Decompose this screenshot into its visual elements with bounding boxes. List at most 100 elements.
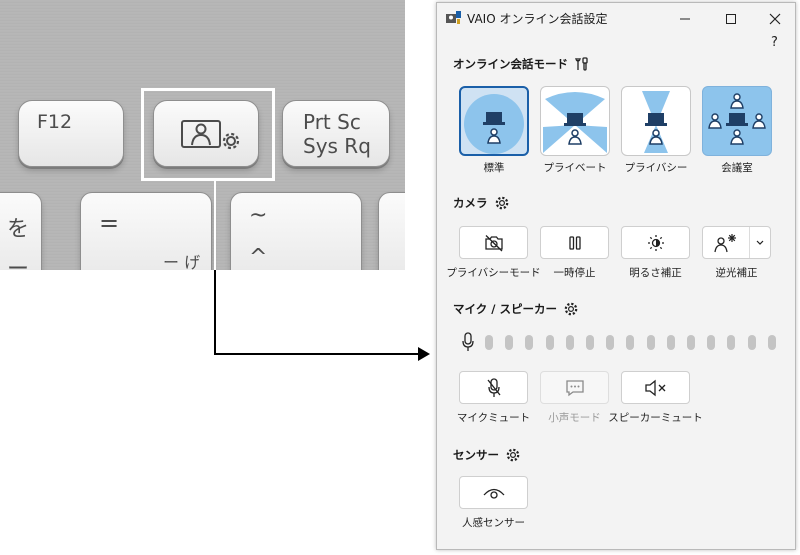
key-tilde: ~ ^ — [230, 192, 362, 270]
app-icon — [446, 11, 461, 24]
mic-level-segment — [687, 335, 695, 350]
mic-level-segment — [505, 335, 514, 350]
backlight-button[interactable]: 逆光補正 — [702, 226, 771, 279]
mode-standard-tile[interactable] — [459, 86, 529, 156]
microphone-icon — [462, 332, 474, 351]
camera-section-title: カメラ — [453, 195, 510, 211]
key-wo-label: を — [7, 217, 30, 242]
speaker-mute-button[interactable]: スピーカーミュート — [608, 371, 703, 424]
sensor-section-title: センサー — [453, 447, 521, 463]
person-gear-icon — [181, 120, 240, 150]
mic-section-label: マイク / スピーカー — [453, 302, 557, 316]
keyboard-photo: F12 Prt Sc Sys Rq を ー = ー げ ~ ^ — [0, 0, 405, 270]
whisper-mode-button-box[interactable] — [540, 371, 609, 404]
minimize-button[interactable] — [675, 9, 695, 29]
key-equals-label: = — [99, 209, 120, 237]
minimize-icon — [680, 18, 690, 20]
close-button[interactable] — [765, 9, 785, 29]
mode-privacy-label: プライバシー — [624, 162, 688, 174]
key-equals: = ー げ — [80, 192, 212, 270]
key-sysrq-label: Sys Rq — [303, 134, 371, 158]
sensor-section-label: センサー — [453, 448, 499, 462]
mic-level-segment — [606, 335, 615, 350]
standard-mode-icon — [464, 94, 524, 154]
mic-level-segment — [727, 335, 736, 350]
app-window: VAIO オンライン会話設定 ? オンライン会話モード — [436, 2, 796, 550]
title-bar[interactable]: VAIO オンライン会話設定 — [437, 3, 795, 33]
mic-level-segment — [545, 335, 554, 350]
presence-sensor-label: 人感センサー — [462, 517, 525, 529]
backlight-person-icon — [714, 233, 736, 252]
privacy-mode-button-box[interactable] — [459, 226, 528, 259]
speech-bubble-icon — [565, 379, 584, 396]
presence-sensor-button-box[interactable] — [459, 476, 528, 509]
mode-private[interactable]: プライベート — [540, 86, 610, 175]
mode-private-label: プライベート — [543, 162, 607, 174]
mode-privacy[interactable]: プライバシー — [621, 86, 691, 175]
key-tilde-sublabel: ^ — [249, 245, 268, 270]
mic-level-segment — [626, 335, 635, 350]
mode-standard[interactable]: 標準 — [459, 86, 529, 175]
mic-level-segment — [565, 335, 574, 350]
key-f12-label: F12 — [37, 111, 73, 133]
mic-mute-button-box[interactable] — [459, 371, 528, 404]
key-f12: F12 — [18, 100, 124, 167]
mode-conference-room[interactable]: 会議室 — [702, 86, 772, 175]
privacy-mode-button[interactable]: プライバシーモード — [446, 226, 541, 279]
mode-conference-room-label: 会議室 — [721, 162, 753, 174]
mic-level-segment — [707, 335, 716, 350]
mic-level-segment — [666, 335, 675, 350]
eye-icon — [483, 488, 504, 499]
gear-icon[interactable] — [505, 447, 521, 463]
speaker-mute-icon — [644, 379, 665, 396]
brightness-button[interactable]: 明るさ補正 — [621, 226, 690, 279]
pause-button-box[interactable] — [540, 226, 609, 259]
gear-icon[interactable] — [494, 195, 510, 211]
mic-level-segment — [767, 335, 776, 350]
mic-level-segment — [646, 335, 655, 350]
presence-sensor-button[interactable]: 人感センサー — [459, 476, 528, 529]
mic-level-segment — [747, 335, 756, 350]
brightness-label: 明るさ補正 — [629, 267, 682, 279]
backlight-button-box[interactable] — [702, 226, 771, 259]
pause-icon — [568, 235, 581, 250]
privacy-mode-label: プライバシーモード — [446, 267, 541, 279]
privacy-mode-icon — [642, 91, 670, 153]
speaker-mute-label: スピーカーミュート — [608, 412, 703, 424]
backlight-label: 逆光補正 — [715, 267, 758, 279]
key-camera-settings — [153, 100, 259, 167]
backlight-dropdown-divider — [749, 227, 750, 258]
pause-button[interactable]: 一時停止 — [540, 226, 609, 279]
mode-privacy-tile[interactable] — [621, 86, 691, 156]
key-tilde-label: ~ — [249, 203, 268, 228]
mode-private-tile[interactable] — [540, 86, 610, 156]
mic-off-icon — [486, 377, 501, 397]
tools-icon[interactable] — [574, 56, 590, 72]
mode-standard-label: 標準 — [483, 162, 505, 174]
key-print-screen: Prt Sc Sys Rq — [282, 100, 390, 167]
camera-section-label: カメラ — [453, 196, 488, 210]
mic-mute-label: マイクミュート — [456, 412, 531, 424]
private-mode-icon — [543, 92, 607, 153]
close-icon — [769, 13, 781, 25]
speaker-mute-button-box[interactable] — [621, 371, 690, 404]
maximize-button[interactable] — [721, 9, 741, 29]
help-button[interactable]: ? — [771, 35, 778, 50]
key-wo: を ー — [0, 192, 42, 270]
key-equals-sublabel: ー げ — [163, 253, 201, 270]
mode-conference-room-tile[interactable] — [702, 86, 772, 156]
mic-section-title: マイク / スピーカー — [453, 301, 579, 317]
mode-section-title: オンライン会話モード — [453, 56, 590, 72]
key-prtsc-label: Prt Sc — [303, 110, 361, 134]
whisper-mode-button[interactable]: 小声モード — [540, 371, 609, 424]
window-title: VAIO オンライン会話設定 — [467, 12, 608, 26]
camera-off-icon — [484, 234, 503, 251]
chevron-down-icon[interactable] — [755, 239, 765, 247]
brightness-button-box[interactable] — [621, 226, 690, 259]
brightness-icon — [647, 234, 664, 251]
gear-icon[interactable] — [563, 301, 579, 317]
mic-level-segment — [485, 335, 493, 350]
key-highlight-frame — [141, 88, 275, 181]
mic-mute-button[interactable]: マイクミュート — [457, 371, 530, 424]
maximize-icon — [726, 14, 736, 24]
